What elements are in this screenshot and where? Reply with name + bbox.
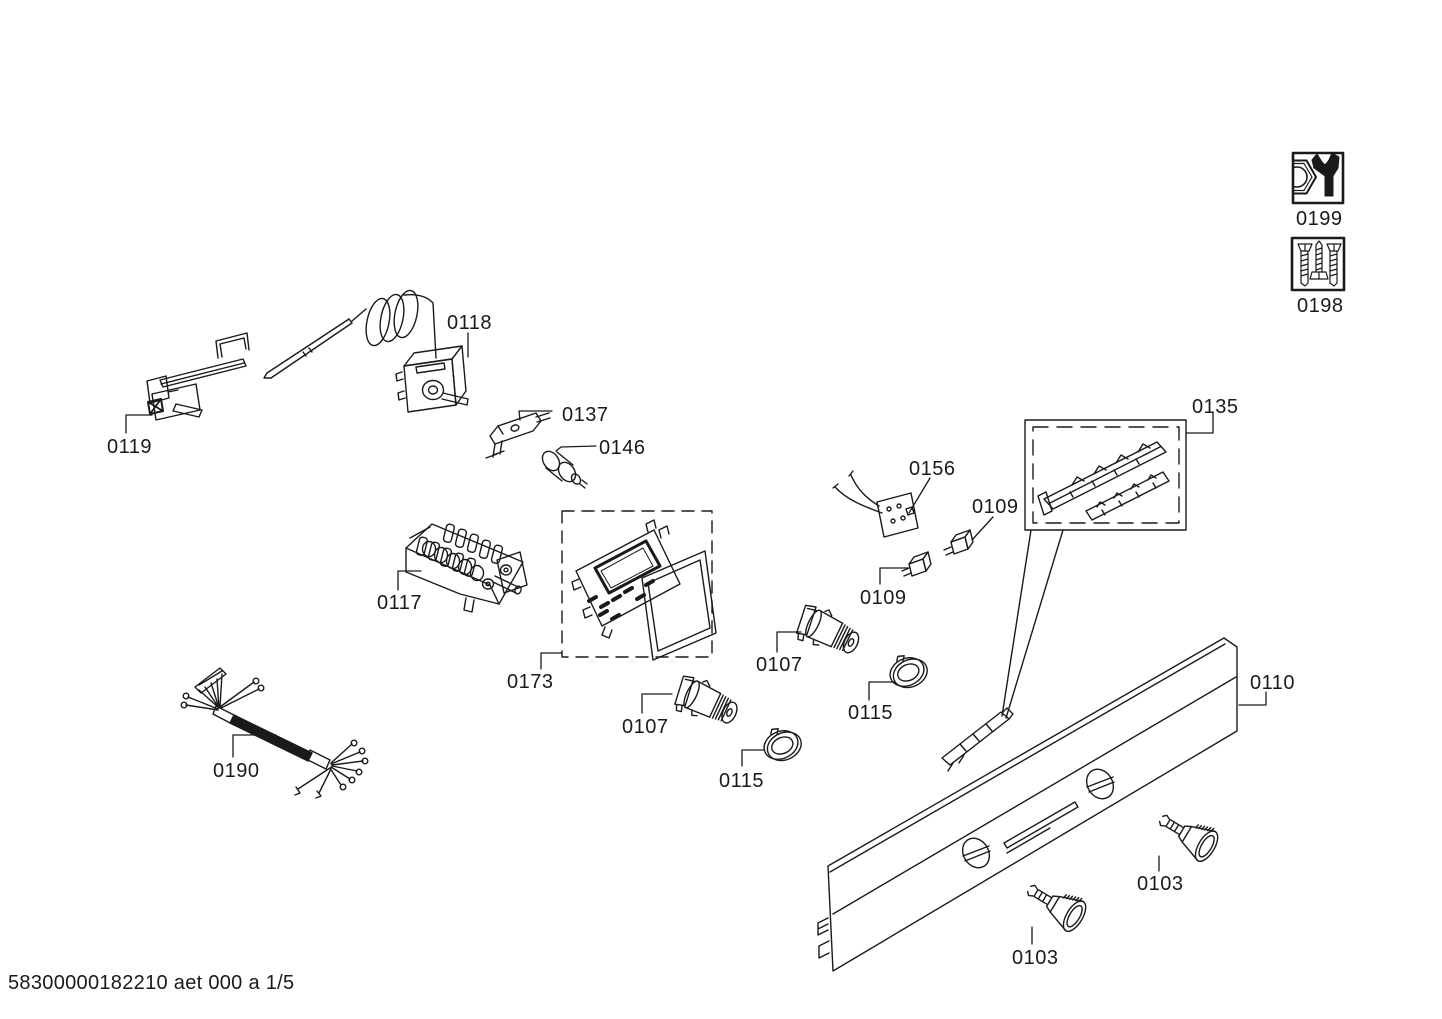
leader-0110: [1238, 691, 1267, 706]
part-label-0107-lower: 0107: [622, 716, 669, 738]
leader-0107-lower: [641, 693, 673, 714]
part-label-0109-left: 0109: [860, 587, 907, 609]
display-glass: [641, 550, 717, 661]
part-0135-strip-installed: [941, 707, 1014, 772]
part-0135-button-strip-kit: [1024, 419, 1187, 531]
part-label-0117: 0117: [377, 592, 423, 614]
part-0109-switch-left: [901, 551, 932, 577]
part-0115-ring-lower: [756, 719, 807, 768]
part-0115-ring-upper: [882, 646, 933, 695]
part-0146-lamp: [541, 450, 588, 489]
display-slot: [1003, 801, 1079, 854]
knob-hole-right: [1085, 768, 1115, 800]
screws-icon: [1290, 236, 1346, 292]
part-label-0115-upper: 0115: [848, 702, 894, 724]
part-label-0119: 0119: [107, 436, 153, 458]
part-0118-thermostat: [263, 289, 469, 413]
part-label-0137: 0137: [562, 404, 609, 426]
leader-lines: [125, 332, 1267, 945]
leader-0190: [232, 734, 277, 758]
leader-0117: [397, 570, 422, 591]
knob-hole-left: [961, 837, 991, 869]
terminal-tabs: [415, 523, 504, 578]
part-0117-switch-block: [405, 523, 528, 613]
leader-0137: [518, 410, 553, 421]
part-label-0109-right: 0109: [972, 496, 1019, 518]
part-label-0110: 0110: [1250, 672, 1296, 694]
part-label-0103-bottom: 0103: [1012, 947, 1059, 969]
leader-0115-upper: [868, 681, 896, 701]
leader-0146: [555, 445, 597, 452]
leader-0173: [540, 652, 563, 670]
part-label-0115-lower: 0115: [719, 770, 765, 792]
wrench-and-nut-icon: [1291, 151, 1345, 205]
dashed-group-box: [561, 510, 713, 658]
leader-0109-right: [971, 516, 994, 541]
leader-0156: [908, 477, 931, 514]
part-0156-sensor-board: [832, 470, 919, 538]
document-code: 58300000182210 aet 000 a 1/5: [8, 972, 295, 994]
leader-0135: [1186, 412, 1214, 434]
leader-0109-left: [879, 567, 909, 585]
part-0103-knob-right: [1151, 801, 1224, 866]
part-label-0135: 0135: [1192, 396, 1239, 418]
assembly-lines-0135-to-panel: [1001, 529, 1064, 719]
part-0103-knob-bottom: [1019, 871, 1092, 936]
leader-0107-upper: [776, 631, 802, 653]
part-label-0107-upper: 0107: [756, 654, 803, 676]
part-0110-control-panel: [817, 637, 1238, 972]
part-label-0199: 0199: [1296, 208, 1343, 230]
part-0107-knob-lower: [668, 670, 745, 735]
part-label-0103-right: 0103: [1137, 873, 1184, 895]
part-0173-control-module: [561, 510, 717, 661]
part-label-0156: 0156: [909, 458, 956, 480]
leader-0115-lower: [741, 749, 765, 767]
part-label-0118: 0118: [447, 312, 493, 334]
part-label-0198: 0198: [1297, 295, 1344, 317]
part-0119-mounting-bracket: [146, 332, 250, 421]
part-0190-cable-harness: [180, 667, 369, 799]
part-0109-switch-right: [943, 529, 974, 556]
part-label-0146: 0146: [599, 437, 646, 459]
part-label-0190: 0190: [213, 760, 260, 782]
leader-0119: [125, 414, 153, 434]
part-label-0173: 0173: [507, 671, 554, 693]
part-0137-bracket: [485, 412, 551, 459]
cam-stack: [421, 540, 485, 582]
